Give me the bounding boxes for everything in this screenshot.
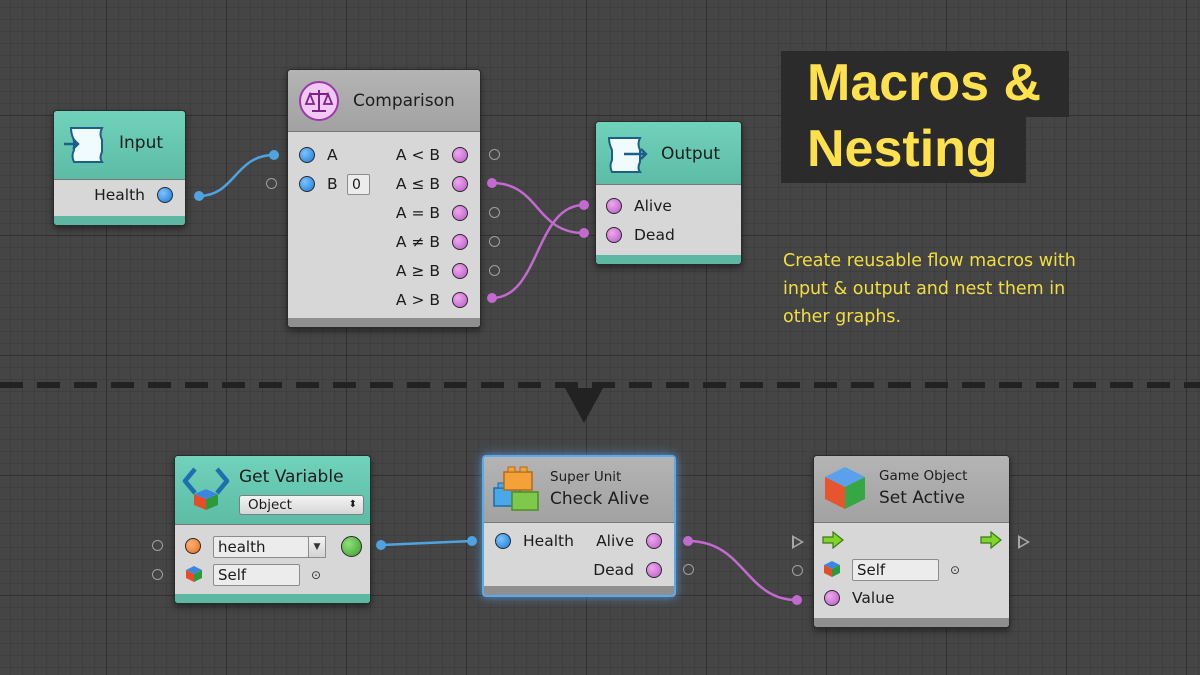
alive-output-port[interactable]	[646, 533, 662, 549]
dead-output-label: Dead	[593, 561, 634, 579]
comparison-node-title: Comparison	[353, 91, 455, 111]
flow-output-arrow-icon[interactable]	[980, 531, 1002, 549]
wire-gt-to-dead	[491, 203, 585, 300]
greater-equal-unconnected-port[interactable]	[489, 265, 500, 276]
less-than-unconnected-port[interactable]	[489, 149, 500, 160]
a-input-port[interactable]	[299, 147, 315, 163]
lego-bricks-icon	[493, 466, 539, 511]
dead-unconnected-port[interactable]	[683, 564, 694, 575]
headline: Macros & Nesting	[781, 51, 1070, 183]
dead-output-port[interactable]	[646, 562, 662, 578]
alive-input-label: Alive	[634, 197, 672, 215]
equal-label: A = B	[395, 204, 440, 222]
greater-equal-label: A ≥ B	[395, 262, 440, 280]
input-node-title: Input	[119, 133, 164, 153]
super-unit-node[interactable]: Super Unit Check Alive Health Alive Dead	[482, 455, 676, 597]
not-equal-label: A ≠ B	[395, 233, 440, 251]
comparison-node-footer	[288, 318, 480, 327]
headline-line2: Nesting	[781, 117, 1026, 183]
name-unconnected-port[interactable]	[152, 540, 163, 551]
equal-port[interactable]	[452, 205, 468, 221]
b-unconnected-port[interactable]	[266, 178, 277, 189]
super-unit-kicker: Super Unit	[550, 469, 622, 485]
set-active-target-field[interactable]: Self	[852, 559, 939, 581]
super-unit-footer	[484, 586, 674, 595]
b-value-field[interactable]: 0	[347, 174, 370, 195]
control-input-unconnected-icon[interactable]	[792, 535, 804, 549]
health-port-label: Health	[94, 186, 145, 204]
target-picker-icon[interactable]: ⊙	[311, 568, 322, 582]
not-equal-port[interactable]	[452, 234, 468, 250]
less-than-label: A < B	[395, 146, 440, 164]
alive-input-port[interactable]	[606, 198, 622, 214]
equal-unconnected-port[interactable]	[489, 207, 500, 218]
dead-input-port[interactable]	[606, 227, 622, 243]
get-variable-node[interactable]: Get Variable Object ⬍ health ▼ Self ⊙	[174, 455, 371, 604]
game-object-icon	[186, 566, 202, 582]
get-variable-title: Get Variable	[239, 467, 344, 487]
input-node-footer	[54, 216, 185, 225]
select-arrows-icon: ⬍	[348, 499, 357, 510]
set-active-title: Set Active	[879, 488, 965, 508]
greater-than-port[interactable]	[452, 292, 468, 308]
set-active-target-unconnected-port[interactable]	[792, 565, 803, 576]
set-active-footer	[814, 618, 1009, 627]
output-node[interactable]: Output Alive Dead	[595, 121, 742, 265]
b-input-port[interactable]	[299, 176, 315, 192]
target-unconnected-port[interactable]	[152, 569, 163, 580]
variable-kind-value: Object	[248, 497, 292, 513]
variable-name-field[interactable]: health	[213, 536, 309, 558]
input-node[interactable]: Input Health	[53, 110, 186, 226]
wire-alive-to-value	[687, 539, 798, 602]
variable-target-field[interactable]: Self	[213, 564, 300, 586]
wire-variable-to-health	[380, 539, 473, 547]
value-input-port[interactable]	[824, 590, 840, 606]
target-game-object-icon	[824, 561, 840, 577]
variable-kind-select[interactable]: Object ⬍	[239, 495, 364, 515]
name-input-port[interactable]	[185, 538, 201, 554]
scales-icon	[299, 81, 339, 121]
value-input-label: Value	[852, 589, 895, 607]
output-node-title: Output	[661, 144, 721, 164]
section-divider	[0, 382, 1200, 388]
description: Create reusable flow macros with input &…	[783, 251, 1076, 327]
super-unit-title: Check Alive	[550, 489, 650, 509]
set-active-target-picker-icon[interactable]: ⊙	[950, 563, 961, 577]
scroll-output-icon	[607, 137, 648, 173]
headline-line1: Macros &	[781, 51, 1070, 117]
less-equal-label: A ≤ B	[395, 175, 440, 193]
greater-equal-port[interactable]	[452, 263, 468, 279]
greater-than-label: A > B	[395, 291, 440, 309]
not-equal-unconnected-port[interactable]	[489, 236, 500, 247]
wire-le-to-alive	[491, 181, 585, 235]
variable-name-dropdown[interactable]: ▼	[308, 536, 326, 558]
health-input-port[interactable]	[495, 533, 511, 549]
down-arrow-icon	[565, 388, 603, 423]
set-active-node[interactable]: Game Object Set Active Self ⊙ Value	[813, 455, 1010, 628]
dead-input-label: Dead	[634, 226, 675, 244]
flow-input-arrow-icon[interactable]	[822, 531, 844, 549]
comparison-node[interactable]: Comparison A B 0 A < B A ≤ B A = B A ≠ B…	[287, 69, 481, 328]
scroll-input-icon	[64, 127, 104, 163]
variable-brackets-icon	[182, 467, 230, 510]
output-node-footer	[596, 255, 741, 264]
input-node-header[interactable]	[54, 111, 185, 180]
get-variable-footer	[175, 594, 370, 603]
wire-health-to-a	[198, 153, 275, 198]
set-active-kicker: Game Object	[879, 468, 968, 484]
a-input-label: A	[327, 146, 338, 164]
b-input-label: B	[327, 175, 338, 193]
less-than-port[interactable]	[452, 147, 468, 163]
alive-output-label: Alive	[596, 532, 634, 550]
control-output-unconnected-icon[interactable]	[1018, 535, 1030, 549]
less-equal-port[interactable]	[452, 176, 468, 192]
game-object-cube-icon	[825, 467, 865, 509]
value-output-port[interactable]	[341, 536, 362, 557]
health-output-port[interactable]	[157, 187, 173, 203]
health-input-label: Health	[523, 532, 574, 550]
